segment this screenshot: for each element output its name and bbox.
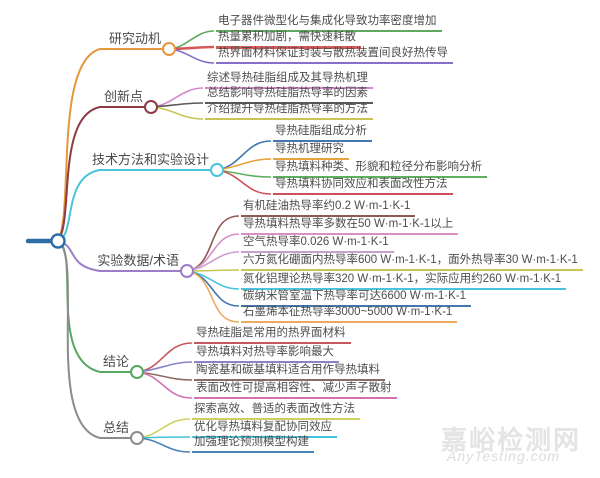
leaf-line [216,169,272,178]
leaf-item[interactable]: 陶瓷基和碳基填料适合用作导热填料 [194,363,385,381]
branch-label-summary[interactable]: 总结 [102,420,129,435]
leaf-item[interactable]: 综述导热硅脂组成及其导热机理 [205,71,373,89]
branch-node[interactable] [130,431,144,445]
leaf-line [216,158,272,171]
root-node[interactable] [50,233,66,249]
leaf-line [150,106,204,120]
branch-label-data[interactable]: 实验数据/术语 [97,253,179,268]
leaf-line [136,361,193,373]
branch-node[interactable] [130,365,144,379]
branch-line [57,240,132,439]
leaf-line [136,342,193,373]
leaf-line [136,418,191,439]
leaf-item[interactable]: 石墨烯本征热导率3000~5000 W·m-1·K-1 [241,305,458,323]
leaf-item[interactable]: 导热硅脂组成分析 [273,124,372,142]
leaf-item[interactable]: 导热硅脂是常用的热界面材料 [194,326,351,344]
leaf-item[interactable]: 表面改性可提高相容性、减少声子散射 [194,381,397,399]
leaf-item[interactable]: 氮化铝理论热导率320 W·m-1·K-1，实际应用约260 W·m-1·K-1 [241,272,567,290]
leaf-line [168,48,215,64]
branch-label-methods[interactable]: 技术方法和实验设计 [91,152,209,167]
branch-line [57,48,164,242]
branch-node[interactable] [144,100,158,114]
leaf-item[interactable]: 导热填料热导率多数在50 W·m-1·K-1以上 [241,217,459,235]
leaf-item[interactable]: 碳纳米管室温下热导率可达6600 W·m-1·K-1 [241,289,471,307]
leaf-line [186,215,240,272]
leaf-item[interactable]: 导热填料种类、形貌和粒径分布影响分析 [273,160,487,178]
leaf-line [216,140,272,171]
leaf-item[interactable]: 加强理论预测模型构建 [192,435,314,453]
branch-node[interactable] [210,163,224,177]
leaf-line [216,169,272,195]
leaf-item[interactable]: 六方氮化硼面内热导率600 W·m-1·K-1，面外热导率30 W·m-1·K-… [241,253,583,271]
leaf-item[interactable]: 总结影响导热硅脂热导率的因素 [205,86,373,104]
leaf-line [136,437,191,453]
leaf-item[interactable]: 热量累积加剧，需快速耗散 [216,30,361,49]
leaf-item[interactable]: 导热填料对热导率影响最大 [194,345,339,363]
leaf-item[interactable]: 优化导热填料复配协同效应 [192,420,337,438]
branch-node[interactable] [162,42,176,56]
branch-line [57,169,212,242]
leaf-line [186,269,240,272]
branch-line [57,106,147,242]
leaf-item[interactable]: 探索高效、普适的表面改性方法 [192,402,360,420]
leaf-item[interactable]: 有机硅油热导率约0.2 W·m-1·K-1 [241,199,416,217]
branch-label-conclusion[interactable]: 结论 [102,354,129,369]
leaf-line [186,270,240,323]
leaf-line [136,436,191,439]
leaf-item[interactable]: 导热机理研究 [273,142,349,160]
branch-label-motivation[interactable]: 研究动机 [108,31,161,46]
watermark-site-url: AnyTesting.com [447,448,561,464]
leaf-item[interactable]: 热界面材料保证封装与散热装置间良好热传导 [216,46,453,64]
leaf-item[interactable]: 介绍提升导热硅脂热导率的方法 [205,102,373,120]
branch-label-innovation[interactable]: 创新点 [103,89,143,104]
leaf-item[interactable]: 空气热导率0.026 W·m-1·K-1 [241,235,394,253]
branch-node[interactable] [180,264,194,278]
leaf-item[interactable]: 导热填料协同效应和表面改性方法 [273,177,453,195]
watermark-site-name: 嘉峪检测网 [441,425,582,455]
leaf-item[interactable]: 电子器件微型化与集成化导致功率密度增加 [216,14,442,32]
